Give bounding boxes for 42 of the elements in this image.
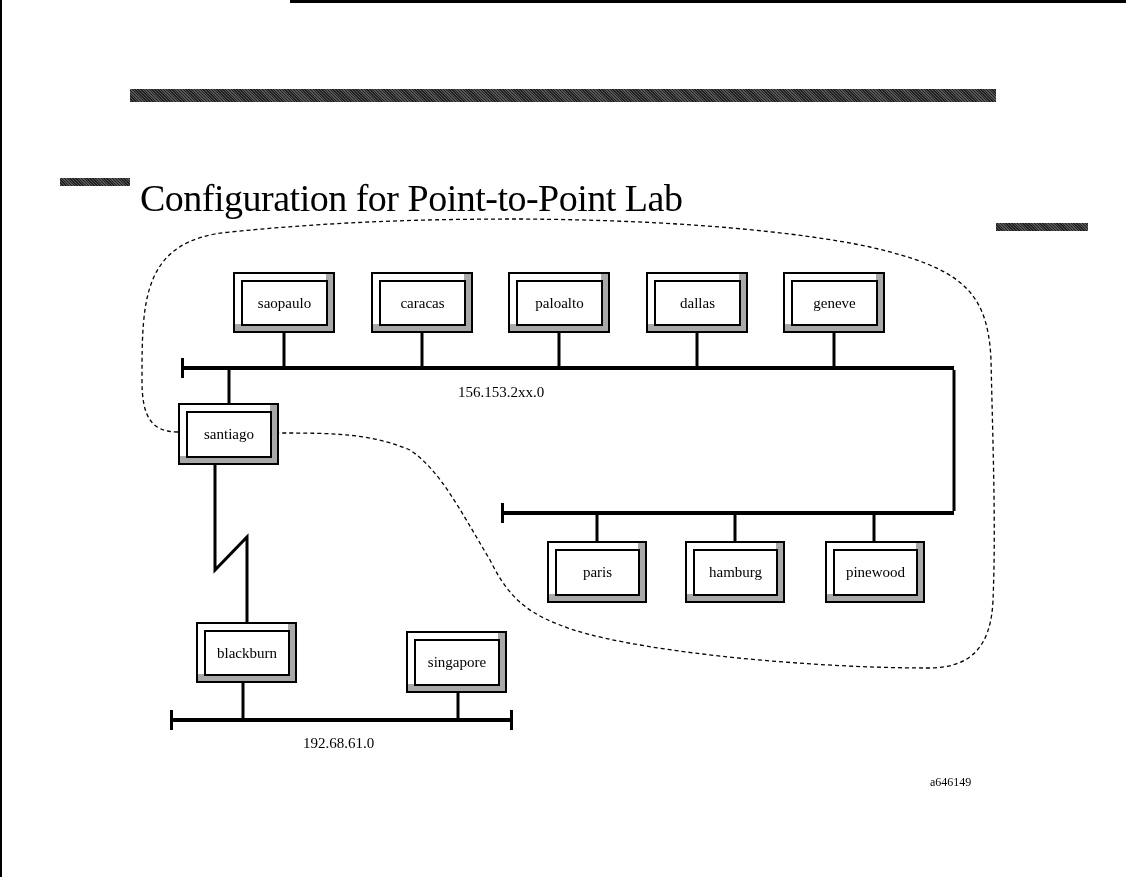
network-link — [952, 370, 956, 511]
network-link — [733, 515, 737, 541]
host-name: saopaulo — [257, 294, 312, 312]
host-box — [646, 272, 748, 333]
host-name: dallas — [680, 294, 715, 312]
host-name: geneve — [813, 294, 856, 312]
network-link — [282, 333, 286, 366]
host-name: hamburg — [708, 564, 763, 581]
host-name: blackburn — [217, 644, 277, 662]
network-bus — [172, 718, 512, 722]
network-link — [595, 515, 599, 541]
figure-id: a646149 — [930, 775, 972, 790]
host-box — [233, 272, 335, 333]
host-name: pinewood — [845, 564, 906, 581]
network-link — [456, 693, 460, 718]
network-link — [832, 333, 836, 366]
host-box — [547, 541, 647, 603]
network-link — [420, 333, 424, 366]
network-address: 156.153.2xx.0 — [458, 384, 545, 401]
network-link — [872, 515, 876, 541]
network-link — [557, 333, 561, 366]
host-box — [508, 272, 610, 333]
host-box — [685, 541, 785, 603]
host-box — [178, 403, 279, 465]
host-box — [783, 272, 885, 333]
network-bus — [503, 511, 954, 515]
host-name: paris — [582, 564, 613, 581]
network-link — [213, 465, 249, 622]
network-link — [227, 370, 231, 403]
network-bus — [183, 366, 954, 370]
host-box — [196, 622, 297, 683]
host-box — [825, 541, 925, 603]
network-link — [241, 683, 245, 718]
host-box — [371, 272, 473, 333]
host-name: caracas — [400, 294, 445, 312]
network-link — [695, 333, 699, 366]
network-address: 192.68.61.0 — [303, 735, 375, 752]
host-box — [406, 631, 507, 693]
diagram-title: Configuration for Point-to-Point Lab — [140, 176, 683, 220]
host-name: singapore — [427, 654, 487, 671]
host-name: santiago — [204, 426, 254, 443]
host-name: paloalto — [535, 294, 584, 312]
